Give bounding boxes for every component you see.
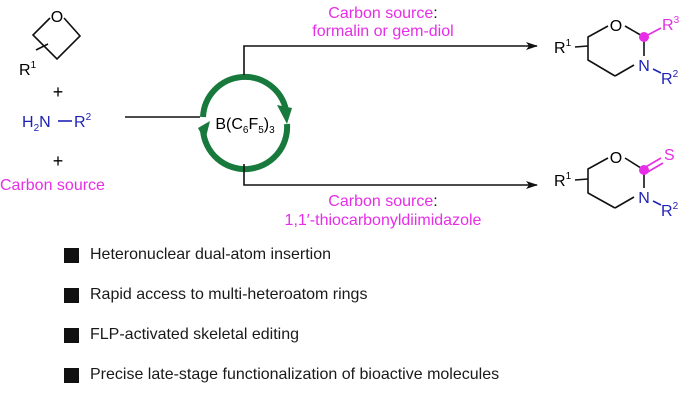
upper-product-oxazinane: O N R2 R3 R1 — [554, 15, 680, 88]
upper-carbon-source-name: formalin or gem-diol — [312, 23, 453, 40]
lower-product-ring-left — [587, 157, 616, 209]
carbon-source-reactant: Carbon source — [0, 177, 105, 194]
feature-item: Rapid access to multi-heteroatom rings — [64, 286, 367, 304]
oxetane-ring — [31, 17, 82, 61]
feature-item: FLP-activated skeletal editing — [64, 326, 299, 344]
upper-carbon-source-label: Carbon source: — [328, 5, 437, 22]
feature-label: Rapid access to multi-heteroatom rings — [90, 286, 368, 303]
lower-product-r2: R2 — [661, 201, 679, 220]
inserted-carbon-dot — [639, 165, 649, 175]
upper-product-r1: R1 — [554, 38, 572, 57]
inserted-carbon-dot — [639, 32, 649, 42]
oxetane-r1: R1 — [19, 60, 37, 79]
upper-product-n-r2-bond — [652, 68, 662, 74]
lower-product-oxygen: O — [610, 150, 622, 167]
lower-product-n-r2-bond — [652, 200, 662, 206]
plus-sign-2: + — [53, 151, 64, 171]
lower-carbon-source-name: 1,1′-thiocarbonyldiimidazole — [285, 212, 482, 229]
amine-r2: R2 — [74, 112, 92, 131]
oxetane-substituent-bond — [35, 43, 49, 51]
amine-reactant: H2N — [22, 114, 51, 134]
feature-label: Precise late-stage functionalization of … — [90, 366, 500, 383]
upper-product-ring-left — [587, 25, 616, 77]
upper-product-oxygen: O — [610, 18, 622, 35]
cycle-arrowhead-bottom — [198, 121, 210, 141]
lower-product-bond-c-n2 — [614, 196, 635, 209]
bullet-square-icon — [64, 247, 79, 263]
feature-label: Heteronuclear dual-atom insertion — [90, 246, 332, 263]
upper-product-bond-c-n2 — [614, 64, 635, 77]
feature-item: Heteronuclear dual-atom insertion — [64, 246, 331, 264]
lower-carbon-source-label: Carbon source: — [328, 193, 437, 210]
feature-item: Precise late-stage functionalization of … — [64, 366, 499, 384]
bullet-square-icon — [64, 287, 79, 303]
oxetane-oxygen: O — [51, 9, 63, 26]
oxetane-structure: O R1 — [19, 9, 82, 79]
upper-product-r3: R3 — [662, 15, 680, 34]
upper-reaction-arrow — [243, 42, 538, 75]
cycle-arc-top — [200, 73, 289, 118]
lower-product-sulfur: S — [664, 147, 675, 164]
bullet-square-icon — [64, 327, 79, 343]
upper-product-nitrogen: N — [638, 58, 650, 75]
catalyst-label: B(C6F5)3 — [215, 116, 275, 136]
lower-product-thione: O N R2 S R1 — [554, 147, 679, 220]
upper-product-r2: R2 — [661, 69, 679, 88]
lower-product-cs-double-bond-2 — [645, 162, 664, 174]
lower-product-nitrogen: N — [638, 190, 650, 207]
lower-product-r1-bond — [574, 178, 589, 181]
feature-label: FLP-activated skeletal editing — [90, 326, 299, 343]
lower-reaction-arrow — [243, 164, 538, 189]
cycle-arrowhead-top — [277, 105, 292, 124]
lower-product-r1: R1 — [554, 171, 572, 190]
catalytic-cycle: B(C6F5)3 — [198, 73, 292, 173]
upper-product-r1-bond — [574, 45, 589, 48]
cycle-arc-bottom — [200, 123, 291, 173]
plus-sign-1: + — [53, 82, 64, 102]
bullet-square-icon — [64, 367, 79, 383]
